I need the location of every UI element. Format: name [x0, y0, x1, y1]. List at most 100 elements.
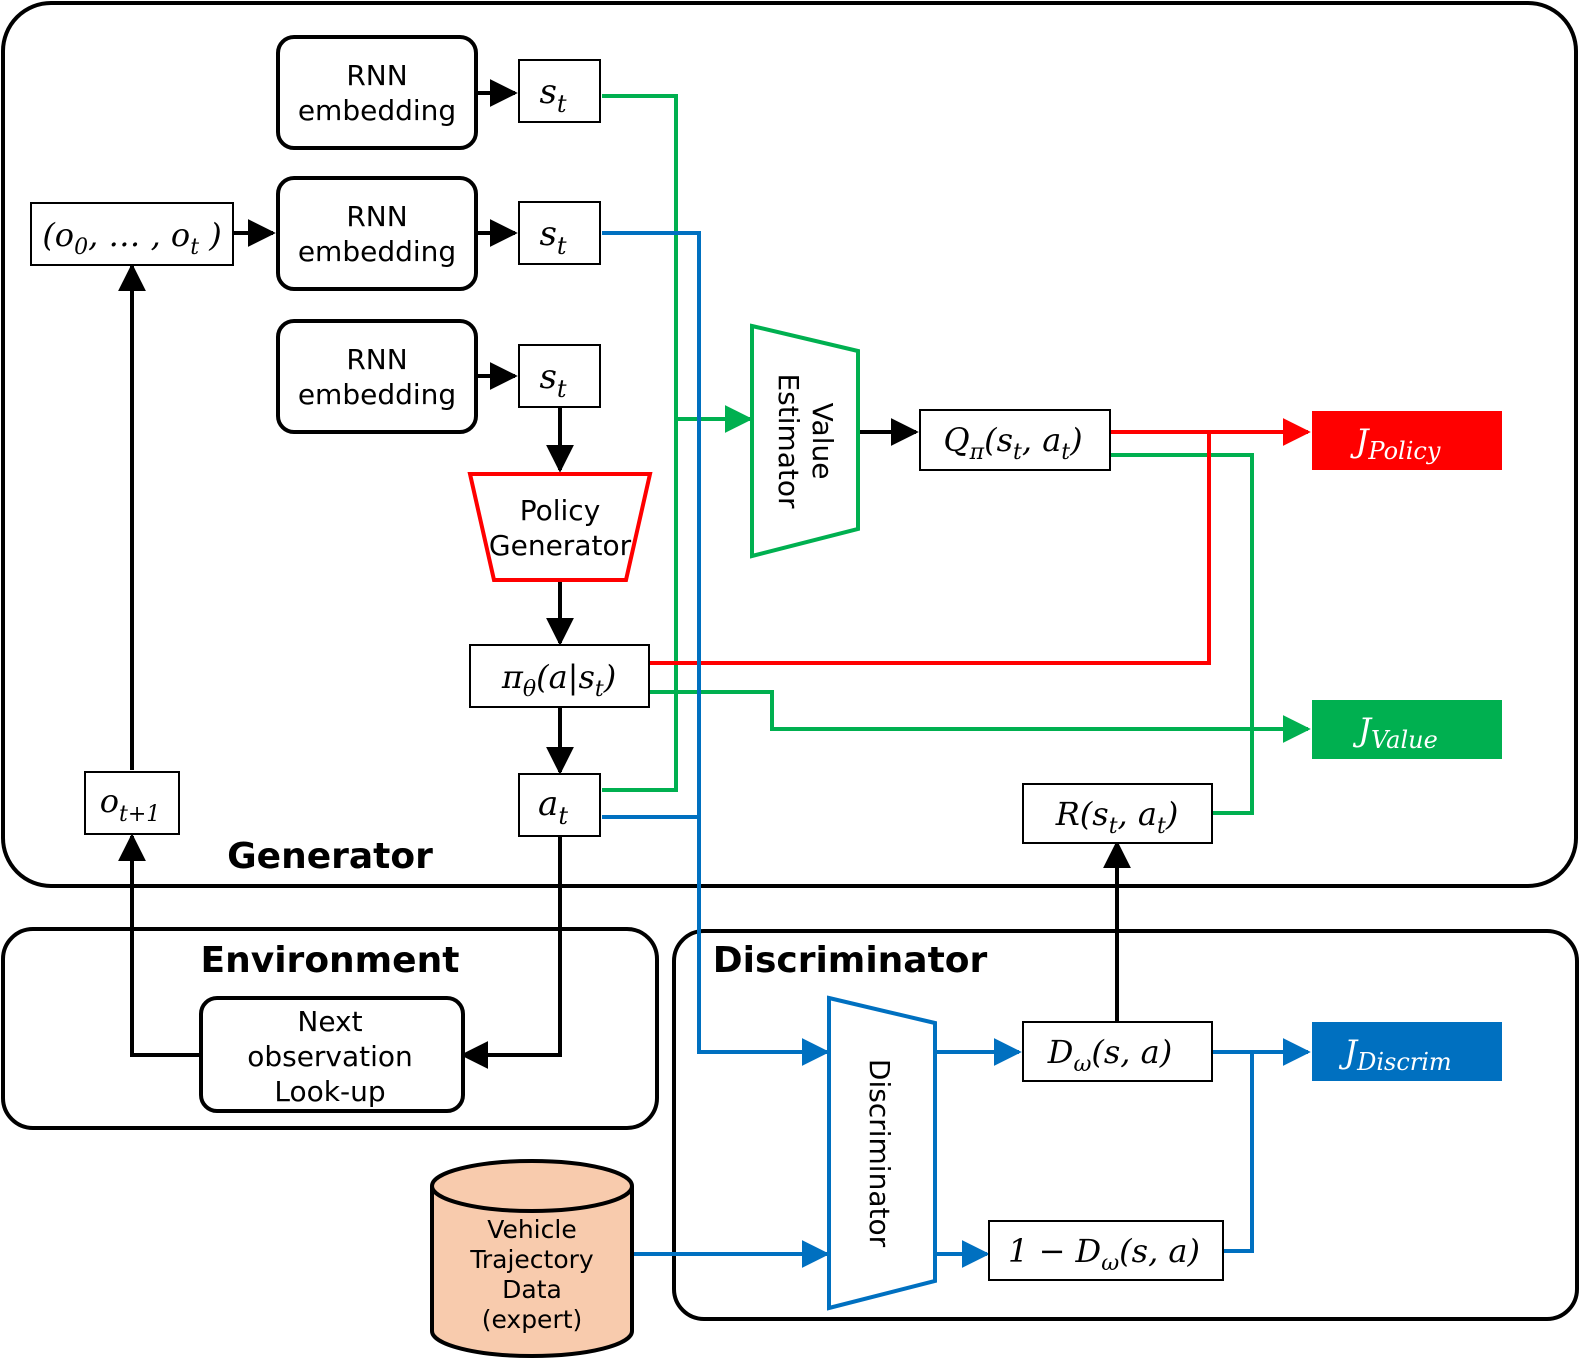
expert-data-cylinder: Vehicle Trajectory Data (expert)	[430, 1159, 634, 1358]
r-symbol: R	[1055, 795, 1080, 833]
svg-text:JDiscrim: JDiscrim	[1338, 1033, 1451, 1076]
obs-subscript: t+1	[119, 802, 160, 827]
obs-symbol: o	[100, 782, 119, 820]
d-args: (s, a)	[1119, 1232, 1200, 1270]
svg-text:at: at	[538, 784, 568, 830]
d-symbol: D	[1075, 1232, 1102, 1270]
svg-text:(o0, … , ot ): (o0, … , ot )	[42, 216, 221, 260]
svg-text:JPolicy: JPolicy	[1350, 422, 1441, 465]
t-subscript: t	[1157, 814, 1166, 839]
theta-subscript: θ	[523, 677, 536, 702]
environment-panel-title: Environment	[201, 940, 460, 981]
t-subscript: t	[595, 677, 604, 702]
environment-panel	[1, 927, 659, 1130]
q-to-jvalue-line	[1111, 453, 1254, 729]
next-observation-lookup-block: Next observation Look-up	[199, 996, 465, 1113]
reward-to-jvalue-line	[1213, 729, 1254, 815]
paren-close: )	[199, 216, 222, 254]
state2-to-discriminator-line	[602, 231, 830, 1066]
svg-text:Qπ(st, at): Qπ(st, at)	[943, 421, 1082, 465]
d-output-box: Dω(s, a)	[1022, 1021, 1213, 1082]
lookup-line3: Look-up	[274, 1075, 385, 1108]
state1-to-value-estimator-line	[602, 94, 753, 433]
expert-data-line2: Trajectory	[469, 1245, 594, 1274]
rnn-embedding-block-1: RNN embedding	[276, 35, 478, 150]
generator-panel	[1, 1, 1578, 888]
state-subscript: t	[557, 375, 567, 403]
expert-data-line3: Data	[502, 1275, 562, 1304]
rnn-label-line1: RNN	[346, 343, 407, 376]
state-box-1: st	[518, 59, 601, 123]
obs-symbol: o	[55, 216, 74, 254]
expert-data-line1: Vehicle	[487, 1215, 576, 1244]
paren-close: )	[1165, 795, 1178, 833]
d-args: (s, a)	[1091, 1033, 1172, 1071]
rnn-embedding-block-3: RNN embedding	[276, 319, 478, 434]
next-observation-box: ot+1	[84, 771, 180, 835]
discriminator-panel	[672, 929, 1579, 1321]
svg-text:st: st	[539, 72, 566, 118]
svg-text:st: st	[539, 214, 566, 260]
svg-text:1 − Dω(s, a): 1 − Dω(s, a)	[1008, 1232, 1200, 1276]
red-connectors	[650, 418, 1311, 665]
action-to-lookup-arrow	[460, 836, 562, 1069]
r-args: (s	[1080, 795, 1109, 833]
paren-close: )	[1069, 421, 1082, 459]
discriminator-panel-title: Discriminator	[713, 940, 988, 981]
t-subscript: t	[1013, 440, 1022, 465]
q-args: , a	[1022, 421, 1061, 459]
rnn-label-line1: RNN	[346, 200, 407, 233]
blue-connectors	[602, 231, 1311, 1268]
policy-args: (a|s	[536, 658, 595, 696]
pi-subscript: π	[969, 440, 985, 465]
discriminator-block-label: Discriminator	[863, 1059, 896, 1248]
j-discrim-box: JDiscrim	[1312, 1022, 1502, 1081]
j-subscript: Value	[1371, 726, 1438, 754]
discriminator-block: Discriminator	[827, 995, 937, 1311]
t-subscript: t	[1061, 440, 1070, 465]
q-symbol: Q	[943, 421, 969, 459]
action-subscript: t	[558, 802, 568, 830]
r-args: , a	[1118, 795, 1157, 833]
omega-subscript: ω	[1101, 1251, 1119, 1276]
state-symbol: s	[539, 357, 556, 397]
state-subscript: t	[557, 90, 567, 118]
omega-subscript: ω	[1073, 1052, 1091, 1077]
svg-text:Dω(s, a): Dω(s, a)	[1047, 1033, 1172, 1077]
policy-output-box: πθ(a|st)	[469, 644, 650, 708]
value-estimator-block: Value Estimator	[750, 323, 860, 559]
rnn-label-line2: embedding	[298, 94, 456, 127]
state-symbol: s	[539, 72, 556, 112]
paren-open: (	[42, 216, 56, 254]
pi-to-jvalue-line	[650, 690, 1311, 743]
pi-symbol: π	[501, 658, 524, 696]
state-subscript: t	[557, 232, 567, 260]
rnn-embedding-block-2: RNN embedding	[276, 176, 478, 291]
obs-subscript-0: 0	[74, 235, 88, 260]
q-args: (s	[984, 421, 1013, 459]
state-box-2: st	[518, 201, 601, 265]
lookup-line1: Next	[297, 1005, 362, 1038]
rnn-label-line2: embedding	[298, 378, 456, 411]
d-symbol: D	[1047, 1033, 1074, 1071]
svg-text:πθ(a|st): πθ(a|st)	[501, 658, 616, 702]
j-symbol: J	[1338, 1033, 1359, 1071]
rnn-label-line1: RNN	[346, 59, 407, 92]
paren-close: )	[603, 658, 616, 696]
j-value-box: JValue	[1312, 700, 1502, 759]
policy-generator-line1: Policy	[520, 494, 601, 527]
state-box-3: st	[518, 344, 601, 408]
policy-generator-block: Policy Generator	[467, 472, 653, 582]
q-value-box: Qπ(st, at)	[919, 409, 1111, 471]
rnn-label-line2: embedding	[298, 235, 456, 268]
svg-text:JValue: JValue	[1352, 711, 1438, 754]
action-symbol: a	[538, 784, 558, 824]
lookup-to-next-obs-arrow	[118, 833, 201, 1057]
black-connectors	[118, 79, 1131, 1069]
t-subscript: t	[1109, 814, 1118, 839]
lookup-line2: observation	[247, 1040, 413, 1073]
reward-box: R(st, at)	[1022, 783, 1213, 844]
observation-sequence-box: (o0, … , ot )	[30, 202, 234, 266]
obs-symbol: o	[171, 216, 190, 254]
